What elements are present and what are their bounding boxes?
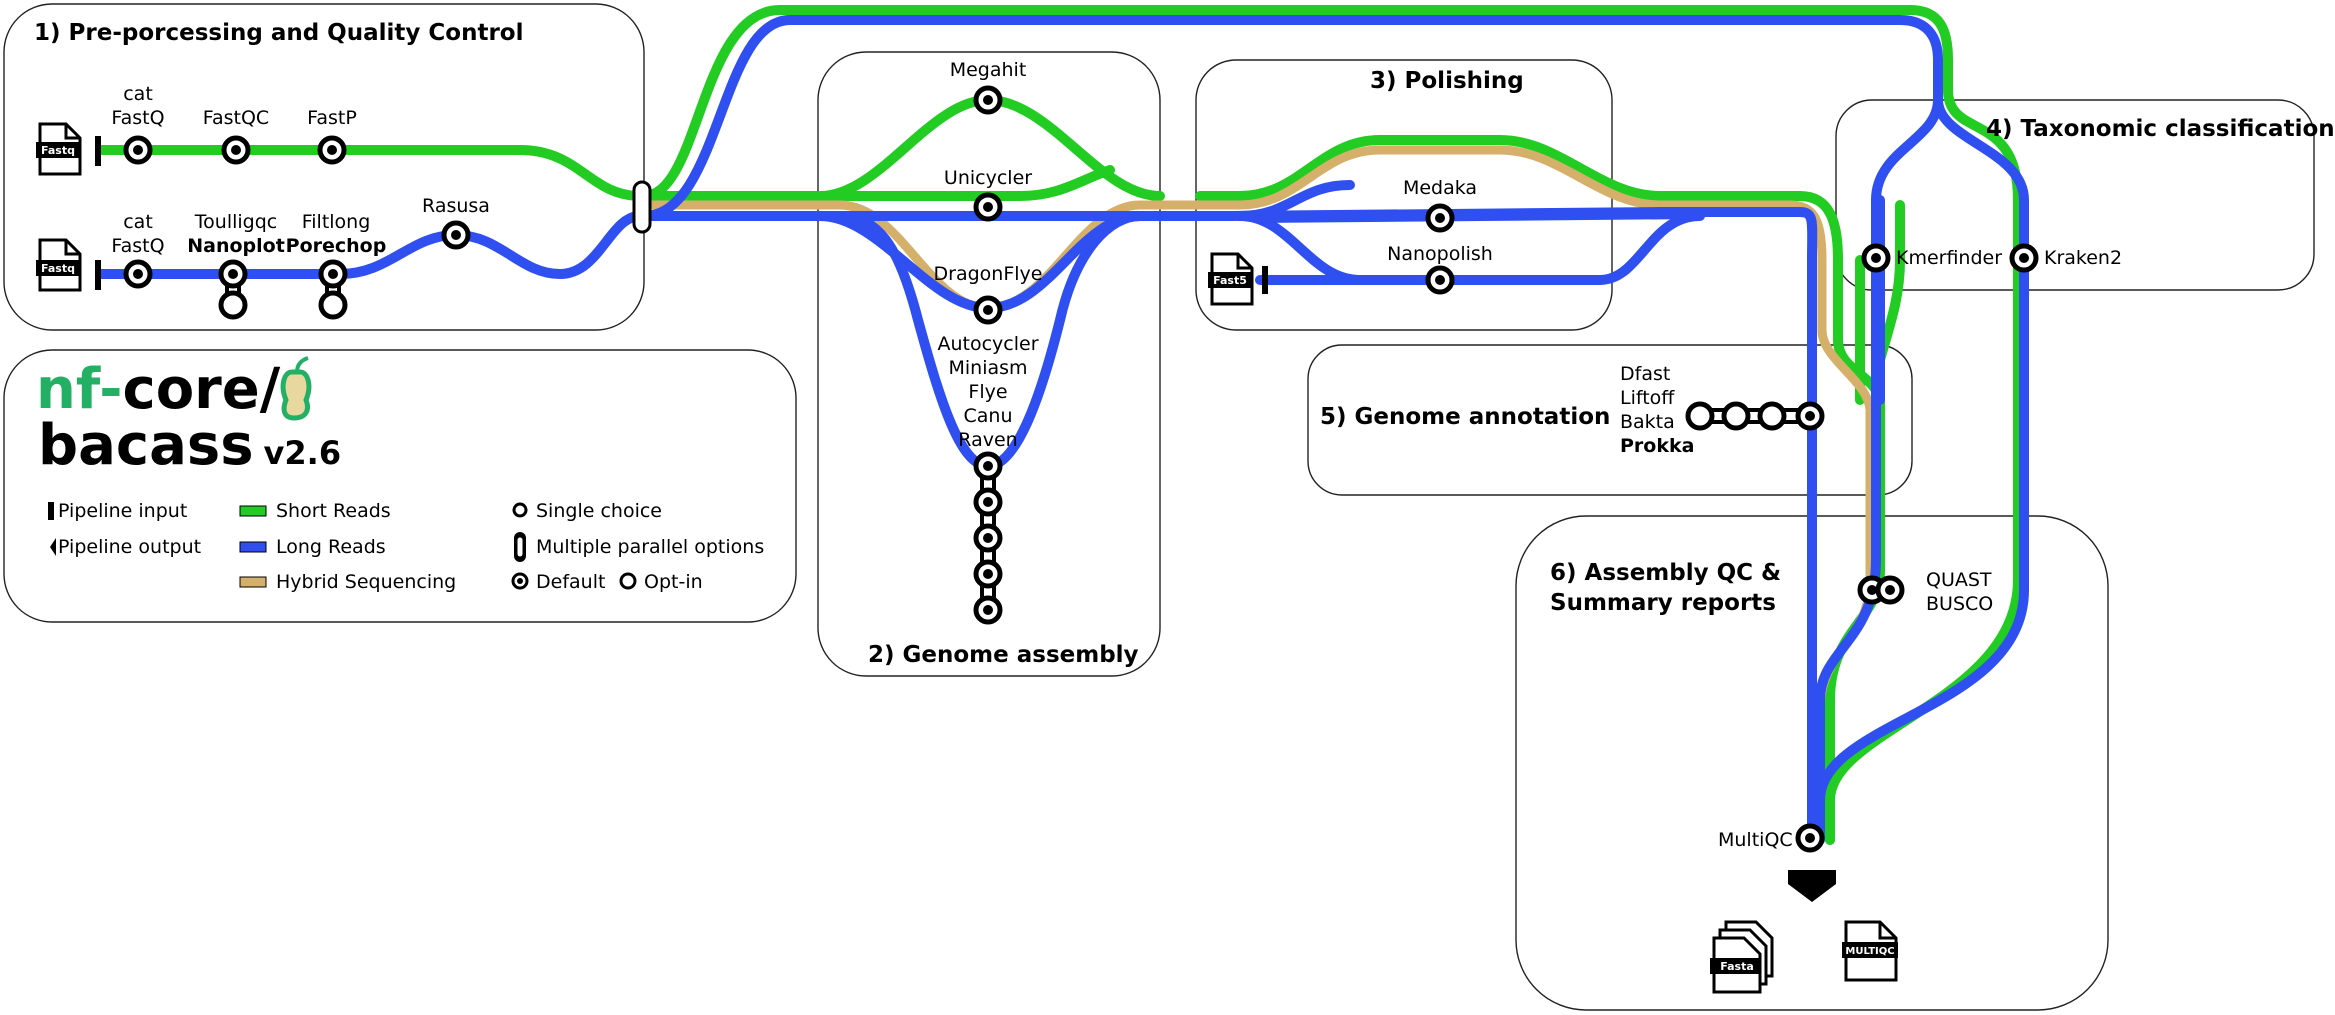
label-nanoplot: Nanoplot xyxy=(187,235,285,257)
file-icon-fast5: Fast5 xyxy=(1208,252,1254,306)
apple-logo-icon xyxy=(280,356,312,421)
file-icon-fastq-2: Fastq xyxy=(36,238,82,292)
fast5-label: Fast5 xyxy=(1213,274,1247,287)
label-cat-fastq-2a: cat xyxy=(123,211,153,233)
label-quast: QUAST xyxy=(1926,569,1992,591)
label-busco: BUSCO xyxy=(1926,593,1994,615)
legend-multiple-parallel: Multiple parallel options xyxy=(536,536,765,558)
label-nanopolish: Nanopolish xyxy=(1387,243,1493,265)
section-title-assembly: 2) Genome assembly xyxy=(868,642,1139,668)
label-cat-fastq-1a: cat xyxy=(123,83,153,105)
logo-name-text: bacass xyxy=(38,413,254,478)
station-nanoplot xyxy=(218,290,248,320)
station-bakta xyxy=(1757,401,1787,431)
legend-single-choice: Single choice xyxy=(536,500,662,522)
label-unicycler: Unicycler xyxy=(943,167,1033,189)
label-dragonflye: DragonFlye xyxy=(933,263,1043,285)
label-rasusa: Rasusa xyxy=(422,195,490,217)
label-fastp: FastP xyxy=(307,107,357,129)
legend-pipeline-output: Pipeline output xyxy=(58,536,202,558)
stations xyxy=(123,85,2039,853)
label-dfast: Dfast xyxy=(1620,363,1671,385)
merge-pill xyxy=(632,180,652,234)
label-porechop: Porechop xyxy=(285,235,387,257)
pipeline-input-bars xyxy=(95,136,1268,294)
station-default-dots xyxy=(133,95,2029,843)
legend-hybrid-swatch xyxy=(239,576,267,588)
section-title-qc-2: Summary reports xyxy=(1550,590,1776,616)
legend-opt-in: Opt-in xyxy=(644,571,703,593)
legend-symbols xyxy=(48,502,637,590)
label-canu: Canu xyxy=(963,405,1013,427)
station-dfast xyxy=(1685,401,1715,431)
label-cat-fastq-2b: FastQ xyxy=(111,235,165,257)
legend-long-reads: Long Reads xyxy=(276,536,386,558)
legend-pipeline-input: Pipeline input xyxy=(58,500,188,522)
fastq1-label: Fastq xyxy=(41,144,75,157)
legend-long-swatch xyxy=(239,541,267,553)
label-kmerfinder: Kmerfinder xyxy=(1896,247,2003,269)
label-miniasm: Miniasm xyxy=(948,357,1028,379)
label-prokka: Prokka xyxy=(1620,435,1695,457)
label-cat-fastq-1b: FastQ xyxy=(111,107,165,129)
label-flye: Flye xyxy=(968,381,1008,403)
legend-short-swatch xyxy=(239,505,267,517)
logo-nf-core: nf-core/ xyxy=(36,358,280,422)
legend-default: Default xyxy=(536,571,606,593)
multiqc-file-label: MULTIQC xyxy=(1845,946,1894,957)
file-icon-fastq-1: Fastq xyxy=(36,122,82,176)
logo-prefix: nf- xyxy=(36,357,123,422)
logo-core: core/ xyxy=(122,357,281,422)
label-filtlong: Filtlong xyxy=(301,211,371,233)
logo-version: v2.6 xyxy=(263,434,342,472)
legend-input-icon xyxy=(48,502,54,520)
fasta-label: Fasta xyxy=(1720,960,1754,973)
label-medaka: Medaka xyxy=(1402,177,1478,199)
box-assembly xyxy=(817,51,1161,677)
legend-output-icon xyxy=(50,538,56,556)
legend-hybrid: Hybrid Sequencing xyxy=(276,571,457,593)
station-porechop xyxy=(318,290,348,320)
label-bakta: Bakta xyxy=(1620,411,1675,433)
label-liftoff: Liftoff xyxy=(1620,387,1675,409)
section-title-polishing: 3) Polishing xyxy=(1370,68,1524,94)
station-liftoff xyxy=(1721,401,1751,431)
label-fastqc: FastQC xyxy=(202,107,270,129)
box-legend xyxy=(3,349,797,623)
section-title-annotation: 5) Genome annotation xyxy=(1320,404,1611,430)
label-megahit: Megahit xyxy=(949,59,1027,81)
label-raven: Raven xyxy=(958,429,1018,451)
box-taxonomy xyxy=(1835,99,2315,291)
section-title-taxonomy: 4) Taxonomic classification xyxy=(1986,116,2335,142)
pipeline-output-arrow xyxy=(1788,870,1836,902)
fastq2-label: Fastq xyxy=(41,262,75,275)
box-annotation xyxy=(1307,344,1913,496)
label-multiqc: MultiQC xyxy=(1718,829,1793,851)
section-title-preprocessing: 1) Pre-porcessing and Quality Control xyxy=(34,20,524,46)
legend-short-reads: Short Reads xyxy=(276,500,391,522)
label-autocycler: Autocycler xyxy=(937,333,1039,355)
file-icon-fasta: Fasta xyxy=(1710,920,1774,994)
box-preprocessing xyxy=(3,3,645,331)
label-kraken2: Kraken2 xyxy=(2044,247,2123,269)
legend-optin-icon xyxy=(619,572,637,590)
file-icon-multiqc: MULTIQC xyxy=(1842,920,1898,982)
section-title-qc-1: 6) Assembly QC & xyxy=(1550,560,1782,586)
legend-single-icon xyxy=(512,502,528,518)
label-toulligqc: Toulligqc xyxy=(194,211,278,233)
